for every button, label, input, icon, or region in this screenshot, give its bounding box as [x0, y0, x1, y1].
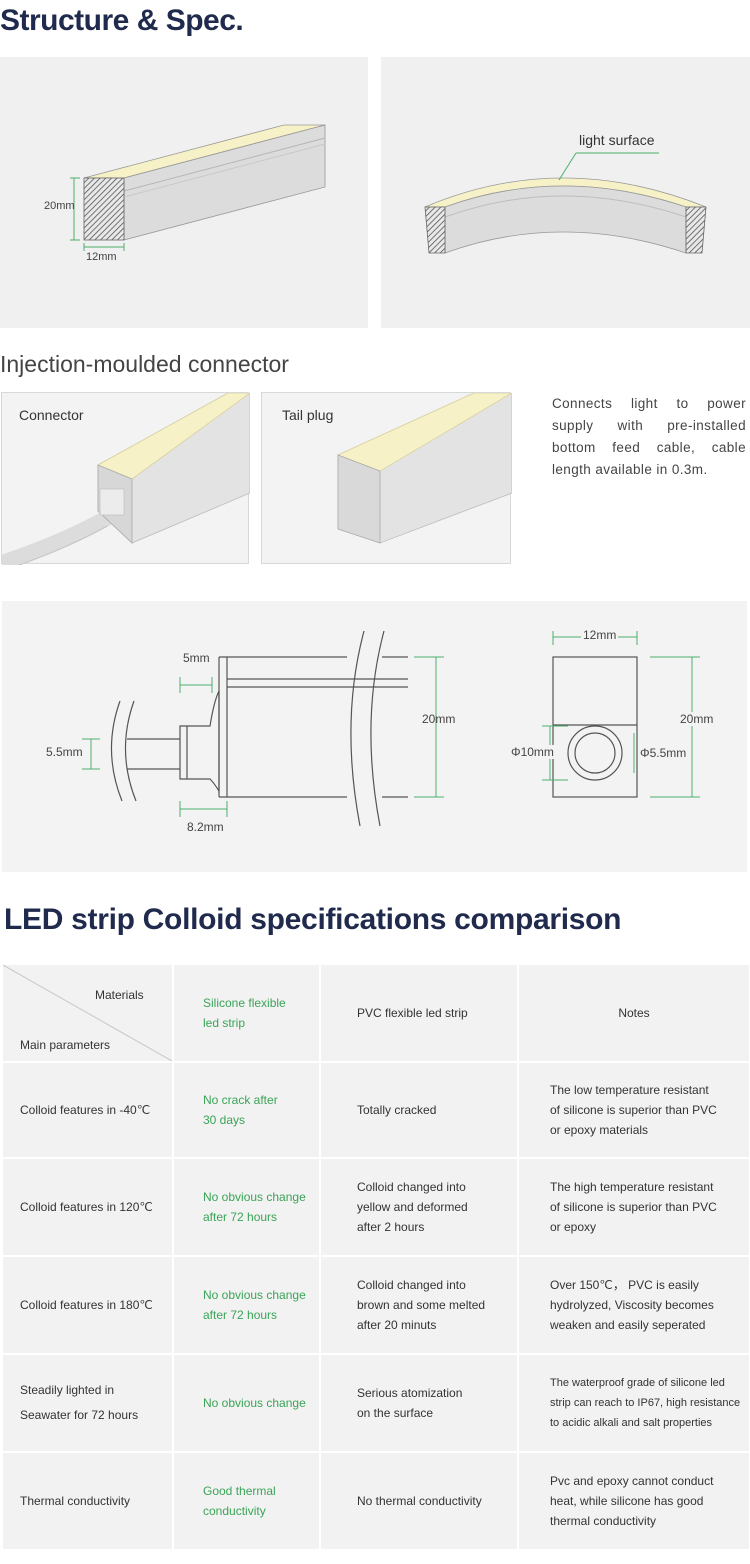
- row-pvc: Colloid changed into brown and some melt…: [321, 1257, 517, 1353]
- dim-20mm-left-label: 20mm: [422, 712, 456, 726]
- connector-section-title: Injection-moulded connector: [0, 351, 289, 377]
- comparison-title: LED strip Colloid specifications compari…: [4, 903, 622, 936]
- curved-strip-illustration: [424, 152, 707, 254]
- row-silicone: No obvious change: [174, 1355, 319, 1451]
- dim-12mm-label: 12mm: [581, 628, 619, 642]
- dim-phi10-label: Φ10mm: [511, 745, 554, 759]
- row-silicone: Good thermal conductivity: [174, 1453, 319, 1549]
- row-param: Steadily lighted in Seawater for 72 hour…: [3, 1355, 172, 1451]
- row-notes: The high temperature resistant of silico…: [519, 1159, 749, 1255]
- technical-drawing: [82, 630, 700, 827]
- connector-description: Connects light to power supply with pre-…: [552, 396, 746, 477]
- row-silicone: No crack after 30 days: [174, 1063, 319, 1157]
- dim-height-label: 20mm: [44, 200, 75, 212]
- dim-5mm-label: 5mm: [183, 651, 210, 665]
- tail-plug-illustration: [336, 393, 512, 544]
- row-silicone: No obvious change after 72 hours: [174, 1159, 319, 1255]
- row-param: Colloid features in 120℃: [3, 1159, 172, 1255]
- row-notes: The waterproof grade of silicone led str…: [519, 1355, 749, 1451]
- table-row: Colloid features in 120℃ No obvious chan…: [3, 1159, 749, 1255]
- header-diagonal-cell: Materials Main parameters: [3, 965, 172, 1061]
- dim-5-5mm-label: 5.5mm: [46, 745, 83, 759]
- dim-width-label: 12mm: [86, 251, 117, 263]
- row-notes: Over 150℃， PVC is easily hydrolyzed, Vis…: [519, 1257, 749, 1353]
- connector-panel: Connector: [1, 392, 250, 565]
- straight-strip-panel: 20mm 12mm: [0, 57, 368, 328]
- header-materials: Materials: [95, 988, 144, 1002]
- structure-title: Structure & Spec.: [0, 4, 244, 37]
- connector-label: Connector: [19, 407, 84, 423]
- dim-20mm-right-label: 20mm: [680, 712, 714, 726]
- technical-drawing-panel: 5mm 5.5mm 20mm 8.2mm 12mm 20mm Φ10mm Φ5.…: [2, 601, 747, 872]
- row-param: Thermal conductivity: [3, 1453, 172, 1549]
- table-header-row: Materials Main parameters Silicone flexi…: [3, 965, 749, 1061]
- tail-plug-panel: Tail plug: [261, 392, 512, 564]
- light-surface-label: light surface: [579, 132, 655, 148]
- header-silicone: Silicone flexible led strip: [174, 965, 319, 1061]
- row-notes: Pvc and epoxy cannot conduct heat, while…: [519, 1453, 749, 1549]
- header-pvc: PVC flexible led strip: [321, 965, 517, 1061]
- table-row: Steadily lighted in Seawater for 72 hour…: [3, 1355, 749, 1451]
- row-notes: The low temperature resistant of silicon…: [519, 1063, 749, 1157]
- row-param: Colloid features in -40℃: [3, 1063, 172, 1157]
- straight-strip-illustration: [70, 124, 326, 251]
- header-diagonal-line: [3, 965, 172, 1061]
- curved-strip-panel: light surface: [381, 57, 750, 328]
- header-notes: Notes: [519, 965, 749, 1061]
- row-pvc: No thermal conductivity: [321, 1453, 517, 1549]
- row-param: Colloid features in 180℃: [3, 1257, 172, 1353]
- row-pvc: Totally cracked: [321, 1063, 517, 1157]
- connector-illustration: [2, 393, 250, 565]
- dim-phi5-5-label: Φ5.5mm: [640, 746, 687, 760]
- row-silicone: No obvious change after 72 hours: [174, 1257, 319, 1353]
- dim-8-2mm-label: 8.2mm: [187, 820, 224, 834]
- row-pvc: Serious atomization on the surface: [321, 1355, 517, 1451]
- tail-plug-label: Tail plug: [282, 407, 334, 423]
- table-row: Colloid features in 180℃ No obvious chan…: [3, 1257, 749, 1353]
- header-main-parameters: Main parameters: [20, 1038, 111, 1052]
- table-row: Thermal conductivity Good thermal conduc…: [3, 1453, 749, 1549]
- row-pvc: Colloid changed into yellow and deformed…: [321, 1159, 517, 1255]
- table-row: Colloid features in -40℃ No crack after …: [3, 1063, 749, 1157]
